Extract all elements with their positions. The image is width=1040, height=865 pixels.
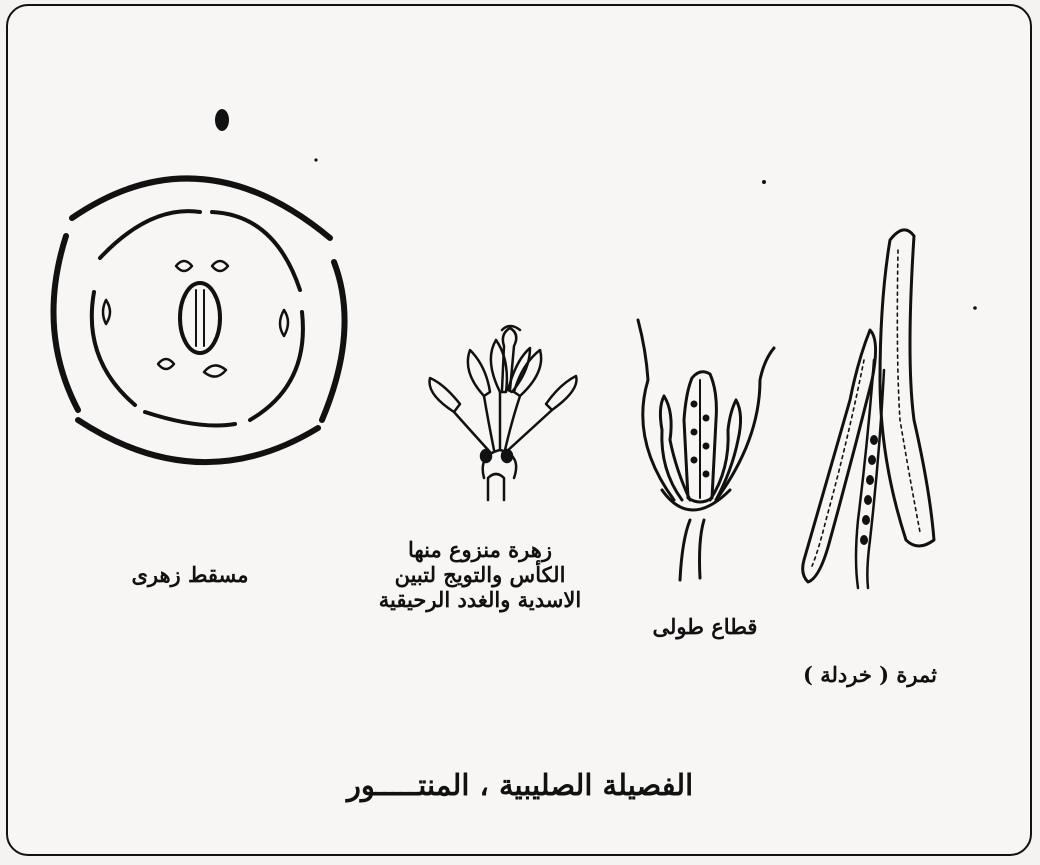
petal-right (716, 348, 774, 500)
petal-arc-2 (212, 212, 300, 290)
petal-arc-3 (92, 292, 135, 405)
sepal-arc-right (322, 262, 345, 420)
stamen-1 (176, 261, 192, 271)
stripped-flower-label-line-3: الاسدية والغدد الرحيقية (340, 587, 620, 612)
anther-left (430, 378, 461, 412)
sepal-arc-top (72, 178, 330, 238)
stripped-flower-label-line-2: الكأس والتويج لتبين (340, 562, 620, 587)
valve-right (880, 230, 934, 546)
stamen-5 (103, 300, 110, 324)
anther-3 (514, 350, 541, 396)
figure-caption: الفصيلة الصليبية ، المنتـــــور (250, 768, 790, 802)
stamen-6 (280, 310, 288, 336)
stripped-flower-label: زهرة منزوع منها الكأس والتويج لتبين الاس… (340, 537, 620, 612)
floral-diagram (54, 109, 345, 462)
petal-arc-4 (250, 312, 303, 420)
anther-1 (468, 350, 490, 396)
stripped-flower (430, 326, 577, 500)
ovary (180, 283, 220, 353)
speck-3 (973, 306, 977, 310)
pedicel (488, 474, 504, 500)
longitudinal-section-label: قطاع طولى (630, 614, 780, 639)
pistil (502, 328, 516, 390)
fruit-label: ثمرة ( خردلة ) (770, 662, 970, 687)
stripped-flower-label-line-1: زهرة منزوع منها (340, 537, 620, 562)
valve-right-inner (897, 250, 920, 532)
longitudinal-section (638, 180, 774, 580)
petal-arc-5 (145, 412, 235, 426)
stalk (680, 520, 704, 580)
stamen-4 (204, 365, 226, 376)
filament-short-left (454, 412, 490, 452)
siliqua-fruit (803, 230, 977, 588)
axis-dot (215, 109, 229, 131)
speck-1 (314, 158, 317, 161)
anther-right (546, 376, 577, 410)
speck-2 (762, 180, 766, 184)
sepal-arc-left (54, 236, 79, 410)
petal-arc-1 (100, 211, 200, 258)
stamen-2 (212, 261, 228, 271)
stamen-3 (158, 359, 174, 369)
filament-long-1 (484, 396, 494, 450)
floral-diagram-label: مسقط زهرى (110, 562, 270, 587)
